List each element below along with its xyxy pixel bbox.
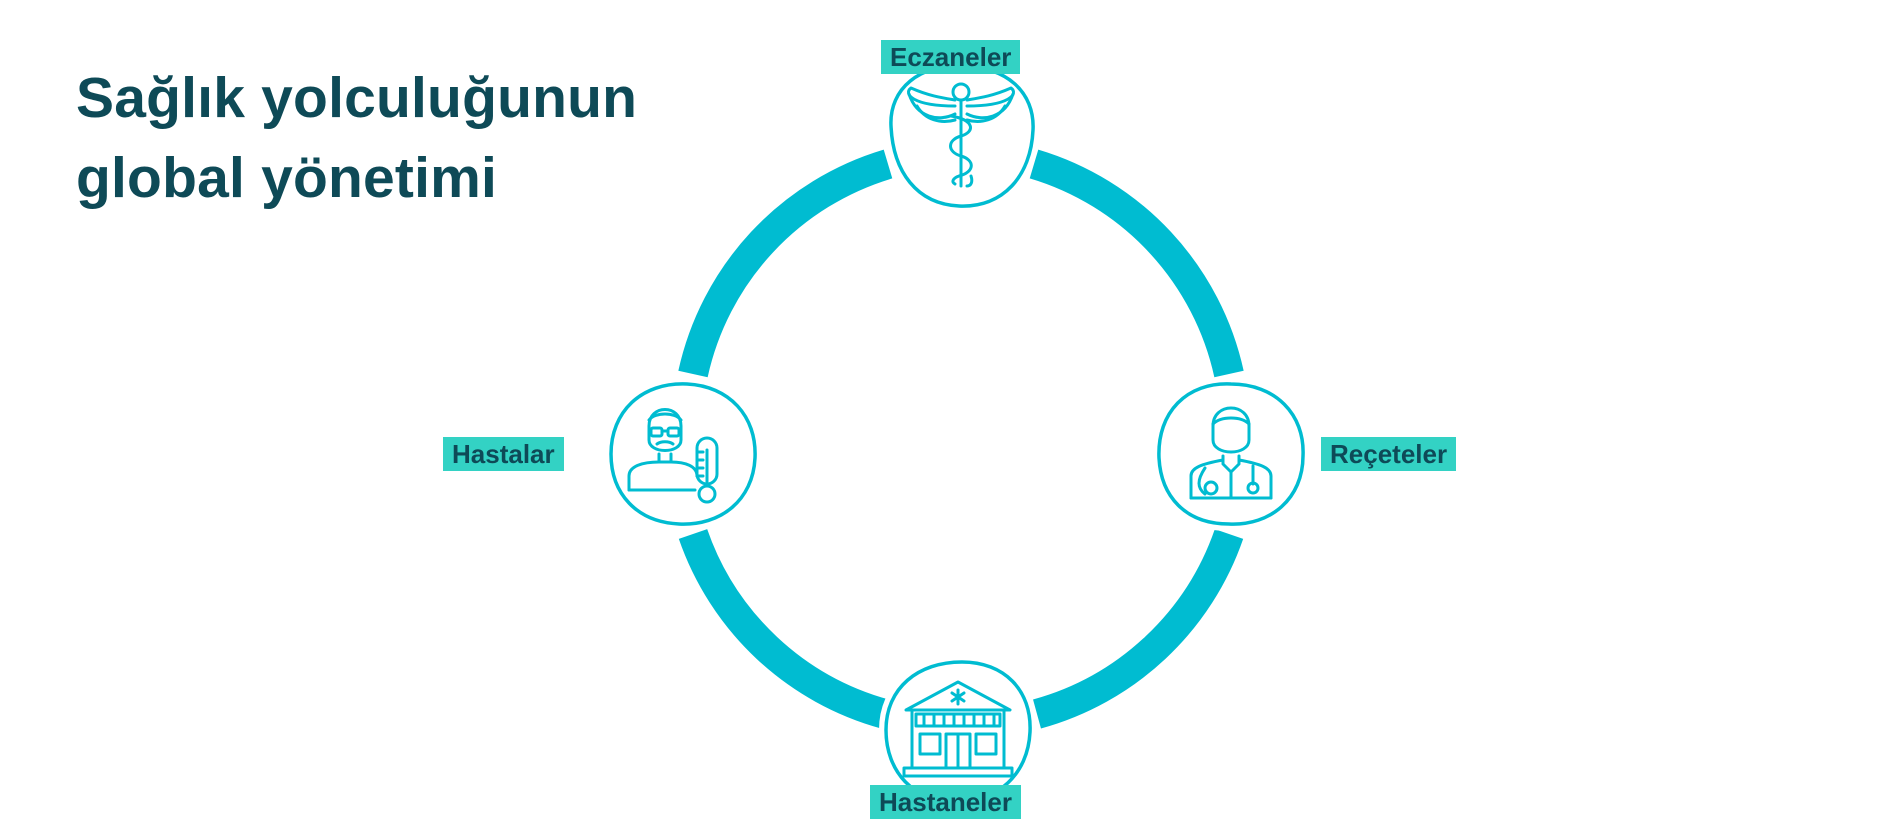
hospital-icon <box>902 680 1014 778</box>
label-prescriptions: Reçeteler <box>1321 437 1457 471</box>
patient-icon <box>627 408 719 504</box>
doctor-icon <box>1189 406 1273 500</box>
cycle-ring <box>678 149 1244 729</box>
label-pharmacies: Eczaneler <box>881 40 1021 74</box>
node-prescriptions <box>1151 376 1311 532</box>
label-patients: Hastalar <box>443 437 564 471</box>
title-line-1: Sağlık yolculuğunun <box>76 66 638 130</box>
node-hospitals <box>878 654 1038 810</box>
page-title: Sağlık yolculuğunun global yönetimi <box>76 58 637 218</box>
node-pharmacies <box>883 58 1041 214</box>
node-patients <box>603 376 763 532</box>
ring-segment-top-left <box>678 149 893 378</box>
ring-segment-bottom-right <box>1032 529 1244 729</box>
label-hospitals: Hastaneler <box>870 785 1021 819</box>
node-outline <box>609 382 757 526</box>
node-outline <box>1157 382 1305 526</box>
ring-segment-top-right <box>1029 149 1244 378</box>
caduceus-icon <box>907 82 1015 188</box>
title-line-2: global yönetimi <box>76 146 498 210</box>
ring-segment-bottom-left <box>678 529 890 729</box>
